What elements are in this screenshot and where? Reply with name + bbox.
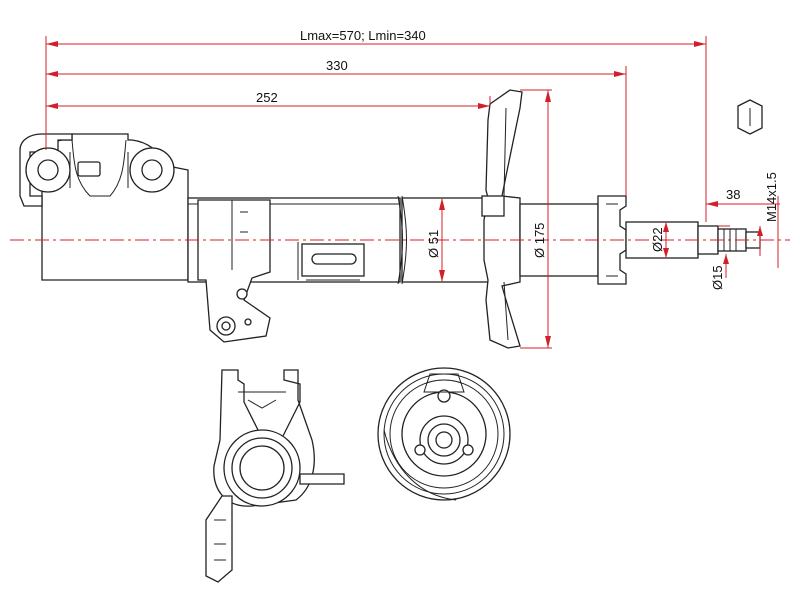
dim-diameter-22: Ø22	[650, 227, 665, 252]
dimension-lines	[45, 36, 780, 349]
top-mount-view	[377, 367, 511, 501]
hose-bracket	[197, 199, 271, 343]
dim-diameter-51: Ø 51	[426, 230, 441, 258]
dim-thread-m14: M14x1.5	[764, 172, 779, 222]
hex-nut-icon	[737, 99, 763, 135]
dim-diameter-175: Ø 175	[532, 223, 547, 258]
dim-diameter-15: Ø15	[710, 265, 725, 290]
dim-length-252: 252	[256, 90, 278, 105]
dim-length-330: 330	[326, 58, 348, 73]
strut-side-view	[19, 89, 761, 349]
knuckle-end-view	[205, 369, 345, 583]
dim-stroke-length: Lmax=570; Lmin=340	[300, 28, 426, 43]
spring-seat	[483, 89, 523, 349]
dim-length-38: 38	[726, 187, 740, 202]
